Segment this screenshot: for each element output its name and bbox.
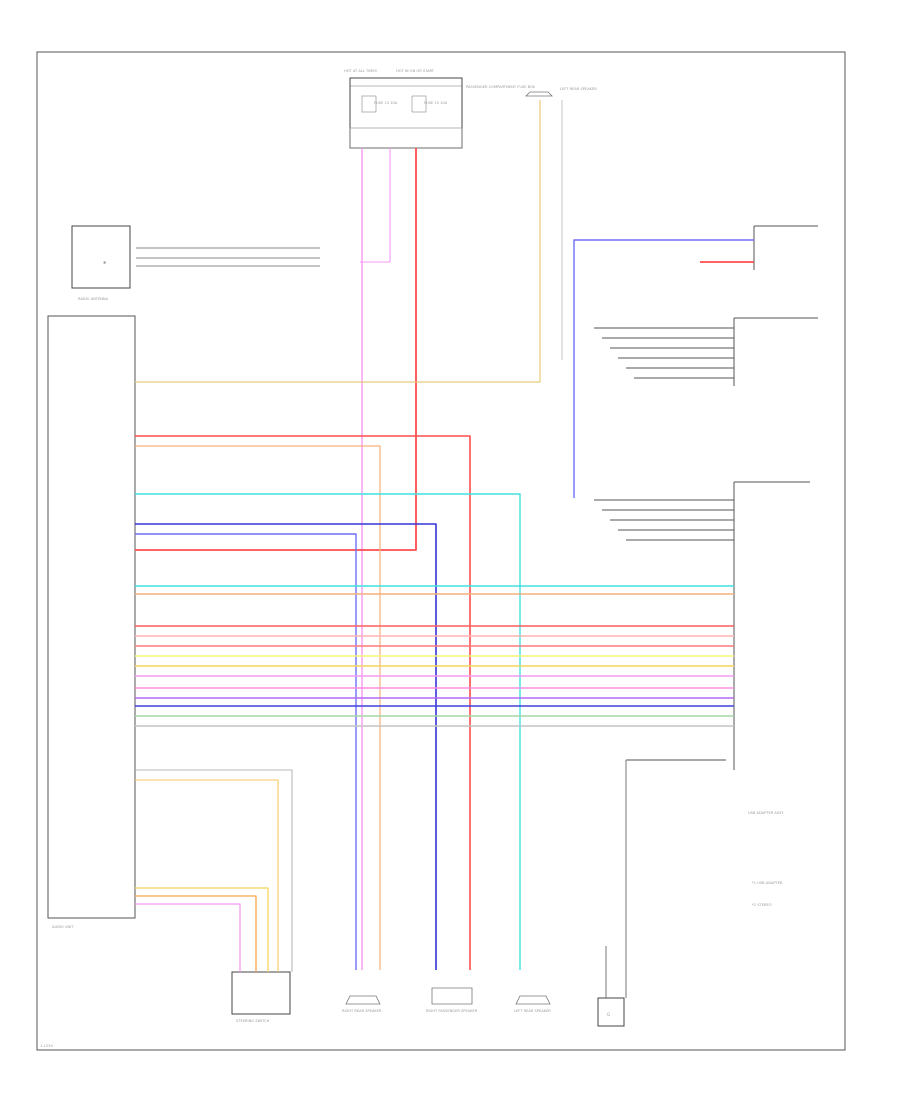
wire-fuse-red <box>135 148 417 551</box>
wire-group <box>135 100 754 998</box>
right-passenger-speaker: RIGHT PASSENGER SPEAKER <box>426 987 478 1013</box>
radio-antenna: ✱ RADIO ANTENNA <box>71 225 131 301</box>
fuse-13-label: FUSE 13 10A <box>374 101 398 105</box>
wire-red-center <box>135 435 471 970</box>
footer-code: 1-1234 <box>40 1044 53 1048</box>
wire-steer-5 <box>135 903 241 972</box>
left-rear-speaker-top-label: LEFT REAR SPEAKER <box>560 87 597 91</box>
wire-blue-right-rear <box>135 533 357 970</box>
radio-antenna-label: RADIO ANTENNA <box>78 297 109 301</box>
left-rear-speaker-bottom-label: LEFT REAR SPEAKER <box>514 1009 551 1013</box>
legend-stereo: *2 STEREO <box>752 903 772 907</box>
radio-antenna-mark: ✱ <box>103 260 107 265</box>
wire-steer-4 <box>135 895 257 972</box>
ground-g-label: G <box>607 1012 610 1017</box>
wire-steer-1 <box>135 769 293 972</box>
left-rear-speaker-bottom: LEFT REAR SPEAKER <box>514 995 551 1013</box>
right-passenger-speaker-label: RIGHT PASSENGER SPEAKER <box>426 1009 478 1013</box>
fuse-header-left: HOT AT ALL TIMES <box>344 69 378 73</box>
upper-right-connector <box>753 225 818 270</box>
wire-tan <box>135 100 541 383</box>
diagram-frame <box>36 51 846 1051</box>
usb-adapter-assy-label: USB ADAPTER ASSY <box>748 811 784 815</box>
left-rear-speaker-top-connector: LEFT REAR SPEAKER <box>525 87 597 97</box>
right-connector-block <box>733 317 818 386</box>
wire-steer-2 <box>135 779 279 972</box>
wire-orange-center <box>135 445 381 970</box>
wire-blue-top <box>573 239 754 498</box>
fuse-header-right: HOT IN ON OR START <box>396 69 435 73</box>
right-rear-speaker-label: RIGHT REAR SPEAKER <box>342 1009 382 1013</box>
legend-usb-adapter: *1 USB ADAPTER <box>752 881 783 885</box>
audio-unit-label: AUDIO UNIT <box>52 925 74 929</box>
ground-box: G <box>597 997 625 1027</box>
audio-unit: AUDIO UNIT <box>47 315 136 929</box>
fuse-box-description: PASSENGER COMPARTMENT FUSE BOX <box>466 85 536 89</box>
steering-switch: STEERING SWITCH <box>231 971 291 1023</box>
right-rear-speaker: RIGHT REAR SPEAKER <box>342 995 382 1013</box>
wire-fuse-pink-2 <box>360 148 391 263</box>
steering-switch-label: STEERING SWITCH <box>236 1019 270 1023</box>
wire-steer-3 <box>135 887 269 972</box>
usb-adapter-assy: USB ADAPTER ASSY <box>733 481 810 815</box>
wire-blue-center <box>135 523 437 970</box>
wire-cyan-center <box>135 493 521 970</box>
fuse-15-label: FUSE 15 10A <box>424 101 448 105</box>
fuse-box: HOT AT ALL TIMES HOT IN ON OR START FUSE… <box>344 69 536 149</box>
